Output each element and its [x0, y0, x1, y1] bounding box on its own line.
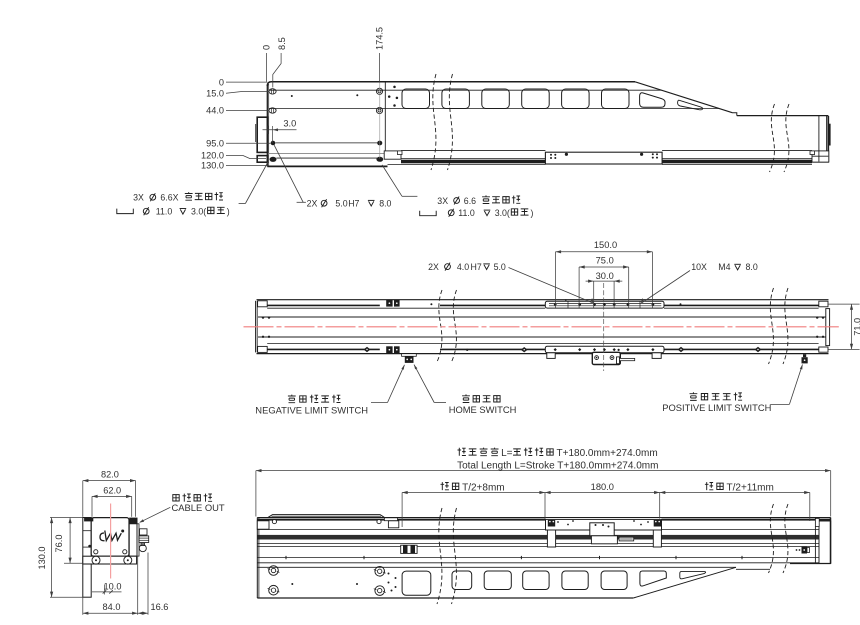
svg-text:174.5: 174.5 — [375, 27, 385, 50]
svg-text:Total Length L=Stroke T+180.0m: Total Length L=Stroke T+180.0mm+274.0mm — [457, 460, 658, 471]
svg-text:3.0: 3.0 — [283, 119, 296, 129]
svg-text:150.0: 150.0 — [594, 240, 617, 250]
svg-text:16.6: 16.6 — [151, 602, 169, 612]
svg-text:10.0: 10.0 — [104, 581, 122, 591]
svg-text:130.0: 130.0 — [201, 161, 224, 171]
svg-text:6.6: 6.6 — [464, 196, 476, 206]
svg-text:HOME SWITCH: HOME SWITCH — [449, 404, 517, 415]
svg-text:3X: 3X — [133, 193, 144, 203]
svg-text:H7: H7 — [471, 262, 482, 272]
svg-text:3X: 3X — [437, 196, 448, 206]
svg-text:CABLE OUT: CABLE OUT — [172, 502, 225, 513]
svg-text:95.0: 95.0 — [206, 138, 224, 148]
svg-text:10X: 10X — [691, 262, 707, 272]
svg-text:71.0: 71.0 — [852, 318, 860, 336]
svg-text:75.0: 75.0 — [596, 256, 614, 266]
svg-text:120.0: 120.0 — [201, 151, 224, 161]
svg-text:62.0: 62.0 — [103, 485, 121, 495]
svg-text:5.0: 5.0 — [335, 198, 347, 208]
svg-text:): ) — [531, 208, 534, 218]
svg-text:180.0: 180.0 — [591, 482, 614, 492]
svg-text:T/2+11mm: T/2+11mm — [727, 482, 774, 493]
svg-text:): ) — [227, 206, 230, 216]
svg-text:5.0: 5.0 — [494, 262, 506, 272]
svg-text:2X: 2X — [307, 198, 318, 208]
svg-text:NEGATIVE LIMIT SWITCH: NEGATIVE LIMIT SWITCH — [255, 405, 368, 416]
svg-text:3.0(: 3.0( — [495, 208, 510, 218]
svg-text:0: 0 — [261, 45, 271, 50]
svg-text:2X: 2X — [428, 262, 439, 272]
svg-text:0: 0 — [219, 78, 224, 88]
svg-text:8.0: 8.0 — [746, 262, 758, 272]
svg-text:POSITIVE LIMIT SWITCH: POSITIVE LIMIT SWITCH — [662, 402, 771, 413]
svg-text:8.0: 8.0 — [379, 198, 391, 208]
svg-text:76.0: 76.0 — [54, 535, 64, 553]
svg-text:82.0: 82.0 — [101, 470, 119, 480]
svg-text:44.0: 44.0 — [206, 106, 224, 116]
svg-text:15.0: 15.0 — [206, 89, 224, 99]
svg-text:3.0(: 3.0( — [191, 206, 206, 216]
svg-text:30.0: 30.0 — [596, 271, 614, 281]
svg-text:4.0: 4.0 — [457, 262, 469, 272]
svg-text:T/2+8mm: T/2+8mm — [462, 482, 505, 493]
svg-text:L=: L= — [501, 448, 513, 459]
svg-text:T+180.0mm+274.0mm: T+180.0mm+274.0mm — [557, 448, 658, 459]
svg-text:130.0: 130.0 — [37, 547, 47, 570]
svg-text:6.6X: 6.6X — [160, 193, 178, 203]
svg-text:H7: H7 — [348, 198, 359, 208]
svg-text:84.0: 84.0 — [103, 602, 121, 612]
svg-text:M4: M4 — [718, 262, 730, 272]
svg-text:11.0: 11.0 — [156, 206, 173, 216]
svg-text:11.0: 11.0 — [458, 208, 475, 218]
svg-text:8.5: 8.5 — [277, 37, 287, 50]
